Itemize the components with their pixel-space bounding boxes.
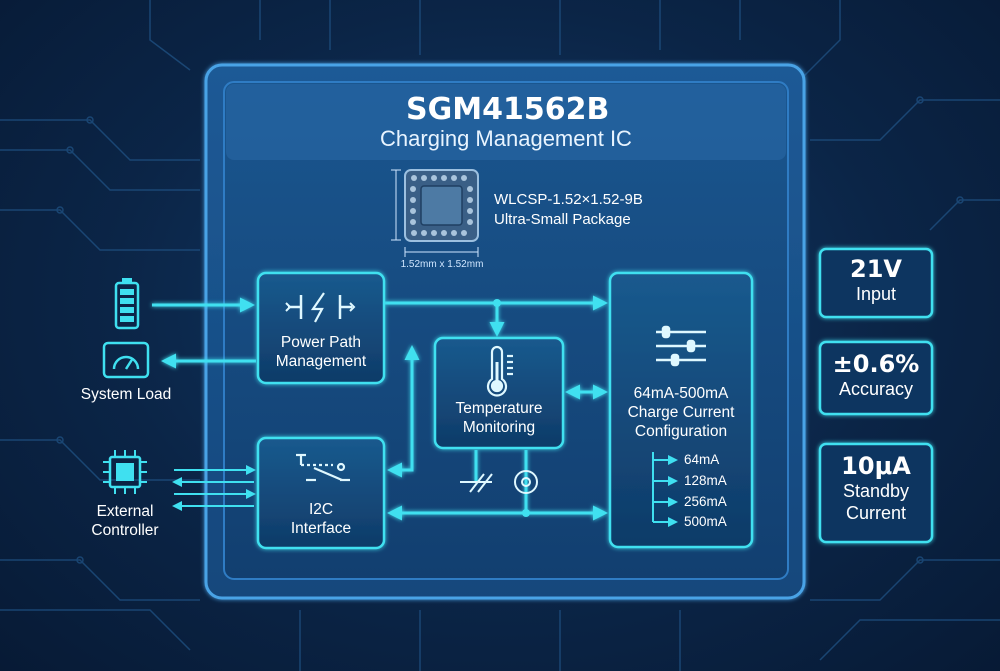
- charge-option: 64mA: [684, 452, 720, 467]
- interface-switch-icon: [296, 453, 350, 482]
- spec-card-input: [818, 247, 934, 319]
- spec-value: 10μA: [841, 452, 911, 480]
- gauge-icon: [102, 341, 150, 379]
- spec-label: Standby: [842, 481, 910, 501]
- diagram-title: SGM41562B: [406, 92, 610, 127]
- charge-option: 256mA: [684, 494, 727, 509]
- spec-standby: 10μA Standby Current: [820, 452, 932, 524]
- i2c-block: [256, 436, 386, 550]
- spec-label: Current: [845, 503, 907, 523]
- controller-bus-arrows: [172, 465, 256, 511]
- sensor-target-icon: [514, 470, 538, 494]
- package-dimension: 1.52mm x 1.52mm: [400, 259, 484, 270]
- spec-card-accuracy: [818, 340, 934, 416]
- power-path-block: [256, 271, 386, 385]
- sensor-resistor-icon: [460, 473, 493, 493]
- spec-label: Accuracy: [838, 379, 914, 399]
- package-label: WLCSP-1.52×1.52-9B Ultra-Small Package: [494, 190, 643, 230]
- i2c-label: I2C Interface: [290, 501, 352, 537]
- charge-option: 500mA: [684, 514, 727, 529]
- diagram-subtitle: Charging Management IC: [380, 126, 632, 151]
- spec-value: 21V: [850, 255, 902, 283]
- power-path-label: Power Path Management: [275, 334, 367, 370]
- spec-input: 21V Input: [820, 255, 932, 305]
- controller-chip-icon: [103, 450, 147, 494]
- battery-icon: [114, 278, 140, 330]
- spec-value: ±0.6%: [832, 350, 920, 378]
- spec-label: Input: [855, 284, 897, 304]
- spec-cards: [818, 247, 934, 544]
- spec-accuracy: ±0.6% Accuracy: [820, 350, 932, 400]
- thermometer-icon: [486, 345, 513, 397]
- bus-junction-dots: [493, 299, 530, 517]
- power-path-i2c-link: [387, 345, 420, 478]
- external-controller-label: External Controller: [91, 503, 159, 539]
- temperature-block: [433, 336, 565, 450]
- package-name: WLCSP-1.52×1.52-9B: [494, 191, 643, 208]
- charge-config-block: [608, 271, 754, 549]
- spec-card-standby: [818, 442, 934, 544]
- package-description: Ultra-Small Package: [494, 211, 631, 228]
- system-load-label: System Load: [80, 386, 172, 403]
- package-chip-icon: [391, 169, 479, 257]
- sliders-icon: [656, 325, 706, 367]
- charge-config-label: 64mA-500mA Charge Current Configuration: [627, 385, 735, 440]
- temperature-label: Temperature Monitoring: [455, 400, 543, 436]
- charge-option: 128mA: [684, 473, 727, 488]
- charge-options-tree: [652, 452, 678, 527]
- switch-icon: [285, 292, 356, 323]
